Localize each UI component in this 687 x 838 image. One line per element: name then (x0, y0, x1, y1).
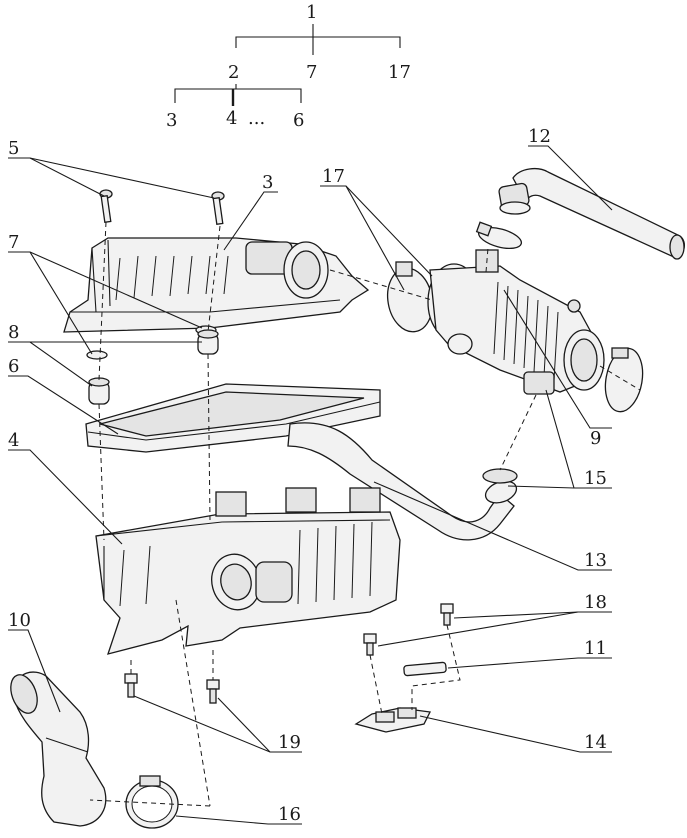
tree-root-label: 1 (306, 2, 317, 23)
assembly-dashed-lines (89, 221, 641, 807)
tree-level2-ellipsis: ... (248, 108, 265, 129)
callout-16: 16 (278, 804, 301, 825)
part-hose-clamp-upper (475, 221, 523, 250)
callout-11: 11 (584, 638, 607, 659)
leader-lines (8, 145, 613, 825)
callout-17: 17 (322, 166, 345, 187)
part-air-filter-housing (95, 487, 401, 655)
callout-4: 4 (8, 430, 19, 451)
tree-level1-item-7: 7 (306, 62, 317, 83)
part-air-filter-cover (63, 237, 370, 333)
part-hose-clamp-lower (125, 775, 179, 829)
part-seal-strip (403, 661, 447, 677)
part-hierarchy-tree: 1 2 7 17 3 4 ... 6 (166, 2, 411, 131)
callout-14: 14 (584, 732, 607, 753)
part-screws-5 (99, 189, 225, 226)
part-filter-element (85, 383, 381, 453)
callout-6: 6 (8, 356, 19, 377)
tree-level2-item-3: 3 (166, 110, 177, 131)
callout-labels: 5 3 17 12 7 8 6 9 15 4 13 18 11 10 19 14… (8, 126, 607, 825)
part-mounting-bracket (354, 707, 431, 733)
part-bolts-19 (124, 673, 220, 704)
callout-18: 18 (584, 592, 607, 613)
tree-level1-item-2: 2 (228, 62, 239, 83)
part-bolts-18 (363, 603, 454, 656)
callout-7: 7 (8, 232, 19, 253)
tree-level2-item-4: 4 (226, 108, 237, 129)
callout-9: 9 (590, 428, 601, 449)
part-intake-hose (498, 167, 686, 260)
callout-3: 3 (262, 172, 273, 193)
callout-12: 12 (528, 126, 551, 147)
callout-10: 10 (8, 610, 31, 631)
callout-13: 13 (584, 550, 607, 571)
part-elbow-hose (10, 671, 107, 827)
callout-5: 5 (8, 138, 19, 159)
callout-15: 15 (584, 468, 607, 489)
callout-8: 8 (8, 322, 19, 343)
part-bushings-8 (88, 329, 219, 405)
tree-level2-item-6: 6 (293, 110, 304, 131)
tree-level1-item-17: 17 (388, 62, 411, 83)
part-connector-bellows (386, 249, 644, 413)
callout-19: 19 (278, 732, 301, 753)
